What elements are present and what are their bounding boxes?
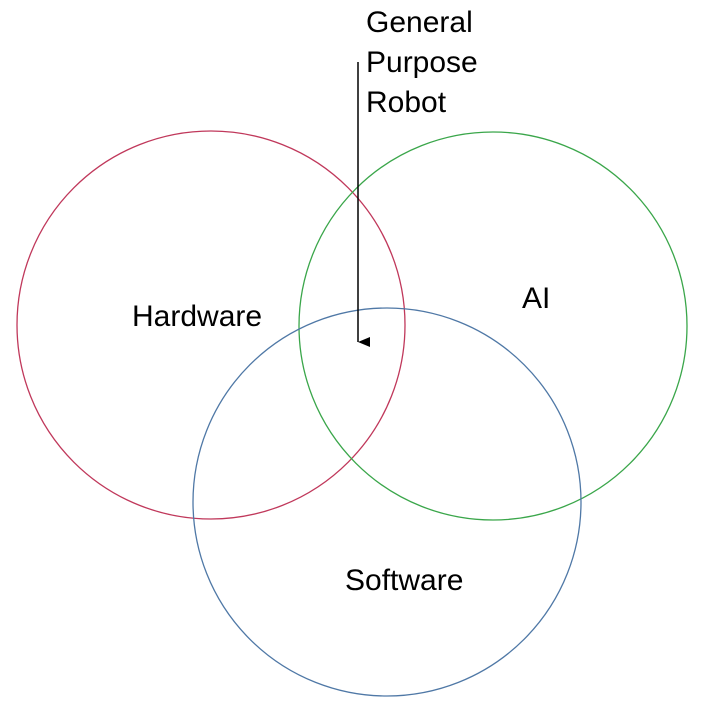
ai-label: AI: [522, 282, 551, 315]
callout-line-1: General: [366, 6, 473, 39]
callout-line-2: Purpose: [366, 46, 478, 79]
ai-circle: [298, 131, 688, 521]
callout-line-3: Robot: [366, 86, 447, 119]
hardware-circle: [16, 130, 406, 520]
software-circle: [192, 307, 582, 697]
callout-label: General Purpose Robot: [366, 3, 478, 123]
software-label: Software: [345, 564, 464, 597]
hardware-label: Hardware: [132, 300, 263, 333]
